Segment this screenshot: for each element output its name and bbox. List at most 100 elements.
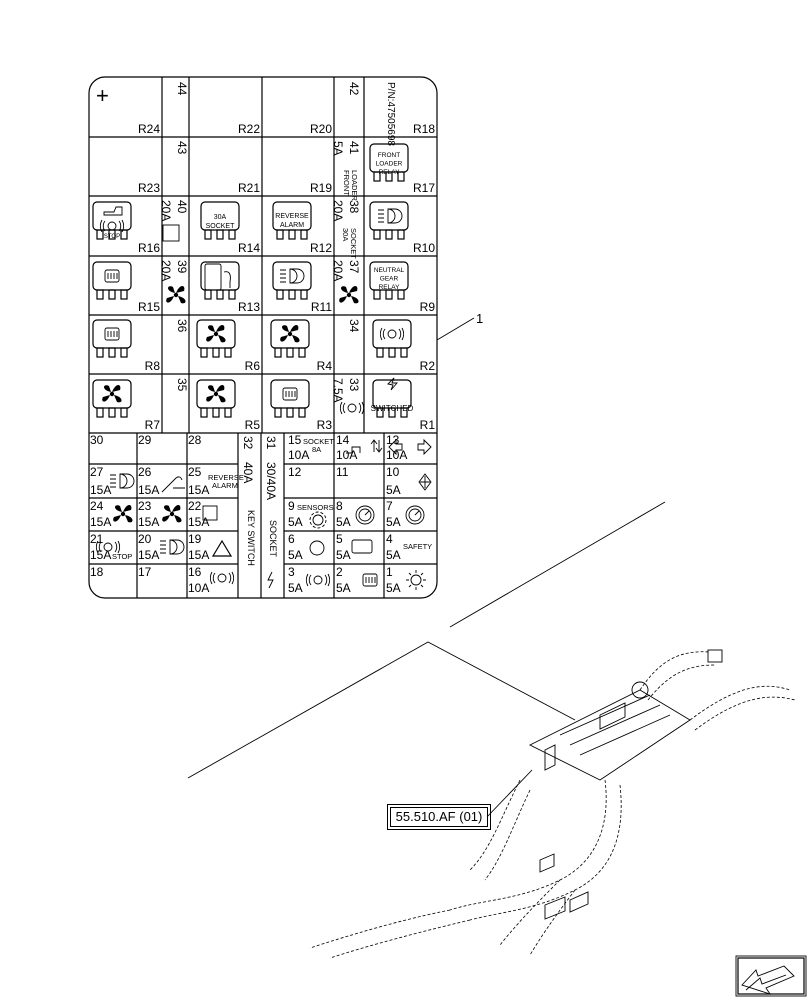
fuse-number-4: 4	[386, 532, 393, 546]
fuse-number-31: 31	[264, 436, 278, 450]
seat-icon-14	[346, 446, 361, 454]
fuse-amp-4: 5A	[386, 548, 401, 562]
fuse-text-15: SOCKET	[303, 437, 334, 446]
relay-label-r16: R16	[138, 241, 160, 255]
relay-text-r9: RELAY	[379, 284, 400, 291]
relay-label-r7: R7	[145, 418, 161, 432]
gauge-icon-8	[355, 505, 375, 525]
fuse-number-23: 23	[138, 499, 152, 513]
fuse-number-22: 22	[188, 499, 202, 513]
reference-link[interactable]: 55.510.AF (01)	[387, 804, 491, 830]
fuse-number-33: 33	[347, 378, 361, 392]
fuse-text-25: REVERSE	[208, 473, 244, 482]
relay-label-r6: R6	[245, 359, 261, 373]
relay-r3-icon	[270, 379, 310, 418]
relay-r15-icon	[92, 261, 132, 300]
fuse-amp-39: 20A	[159, 260, 173, 281]
fuse-amp-7: 5A	[386, 515, 401, 529]
fuse-number-32: 32	[241, 436, 255, 450]
fuse-amp-13: 10A	[386, 448, 407, 462]
relay-r12-icon	[272, 201, 312, 240]
fuse-text-41: LOADER	[350, 170, 359, 201]
fuse-amp-32: 40A	[241, 462, 255, 483]
harness-leader-lines	[187, 501, 666, 779]
fuse-number-3: 3	[288, 565, 295, 579]
fuse-number-9: 9	[288, 499, 295, 513]
relay-text-r12: REVERSE	[275, 213, 309, 220]
heated-seat-icon	[162, 224, 180, 242]
fuse-amp-31: 30/40A	[264, 462, 278, 500]
arrows-icon-14	[370, 439, 383, 453]
work-light-icon	[410, 574, 422, 586]
fuse-number-12: 12	[288, 465, 302, 479]
fuse-amp-38: 20A	[331, 200, 345, 221]
fuse-number-40: 40	[175, 200, 189, 214]
relay-label-r8: R8	[145, 359, 161, 373]
relay-text-r14: SOCKET	[206, 223, 236, 230]
fuse-amp-40: 20A	[159, 200, 173, 221]
sensor-gear-icon	[309, 511, 327, 529]
fuse-number-34: 34	[347, 319, 361, 333]
relay-r7-icon	[92, 379, 132, 418]
fuse-amp-5: 5A	[336, 548, 351, 562]
fuse-text-4: SAFETY	[403, 542, 432, 551]
fuse-amp-3: 5A	[288, 581, 303, 595]
relay-r10-icon	[369, 201, 409, 240]
relay-label-r3: R3	[317, 418, 333, 432]
fuse-number-17: 17	[138, 565, 152, 579]
part-number-label: P/N:47505698	[385, 82, 396, 146]
fuse-amp-41: 5A	[331, 141, 345, 156]
relay-label-r24: R24	[138, 122, 160, 136]
relay-r13-icon	[200, 261, 240, 300]
fuse-text-31: SOCKET	[268, 520, 278, 558]
wiring-harness-illustration	[309, 649, 796, 959]
fuse-number-24: 24	[90, 499, 104, 513]
fuse-number-15: 15	[288, 433, 302, 447]
fuse-number-18: 18	[90, 565, 104, 579]
fuse-number-30: 30	[90, 433, 104, 447]
fuse-number-26: 26	[138, 465, 152, 479]
lightning-icon-31	[267, 571, 274, 589]
fuse-amp-2: 5A	[336, 581, 351, 595]
relay-text-r17: LOADER	[376, 161, 403, 168]
fuse-number-28: 28	[188, 433, 202, 447]
relay-label-r5: R5	[245, 418, 261, 432]
fuse-text-9: SENSORS	[297, 503, 334, 512]
fuse-number-6: 6	[288, 532, 295, 546]
relay-label-r14: R14	[238, 241, 260, 255]
fuse-box-outline	[88, 76, 438, 599]
fuse-amp-19: 15A	[188, 548, 209, 562]
fuse-amp-26: 15A	[138, 483, 159, 497]
fuse-number-42: 42	[347, 82, 361, 96]
next-page-arrow[interactable]	[735, 955, 807, 997]
relay-label-r10: R10	[413, 241, 435, 255]
relay-text-r9: GEAR	[380, 276, 399, 283]
turn-left-icon	[388, 438, 403, 456]
relay-label-r15: R15	[138, 300, 160, 314]
seat-heater-icon-2	[362, 573, 378, 587]
fuse-number-11: 11	[336, 465, 349, 479]
relay-r6-icon	[196, 319, 236, 358]
relay-r8-icon	[92, 319, 132, 358]
relay-label-r12: R12	[310, 241, 332, 255]
fuse-amp-16: 10A	[188, 581, 209, 595]
brake-light-icon-3	[305, 573, 331, 587]
fuse-number-35: 35	[175, 378, 189, 392]
fuse-amp-6: 5A	[288, 548, 303, 562]
fuse-number-13: 13	[386, 433, 400, 447]
fuse-amp-24: 15A	[90, 515, 111, 529]
callout-leader	[436, 317, 475, 341]
fuse-number-43: 43	[175, 141, 189, 155]
callout-number: 1	[476, 311, 484, 326]
fuse-number-29: 29	[138, 433, 152, 447]
relay-text-r17: RELAY	[379, 169, 400, 176]
fuse-text-21: STOP	[112, 552, 132, 561]
relay-label-r13: R13	[238, 300, 260, 314]
fuse-number-39: 39	[175, 260, 189, 274]
fan-icon-24	[113, 505, 133, 523]
fuse-number-38: 38	[347, 200, 361, 214]
relay-text-r17: FRONT	[378, 152, 400, 159]
relay-label-r2: R2	[420, 359, 436, 373]
engine-icon	[351, 539, 373, 554]
